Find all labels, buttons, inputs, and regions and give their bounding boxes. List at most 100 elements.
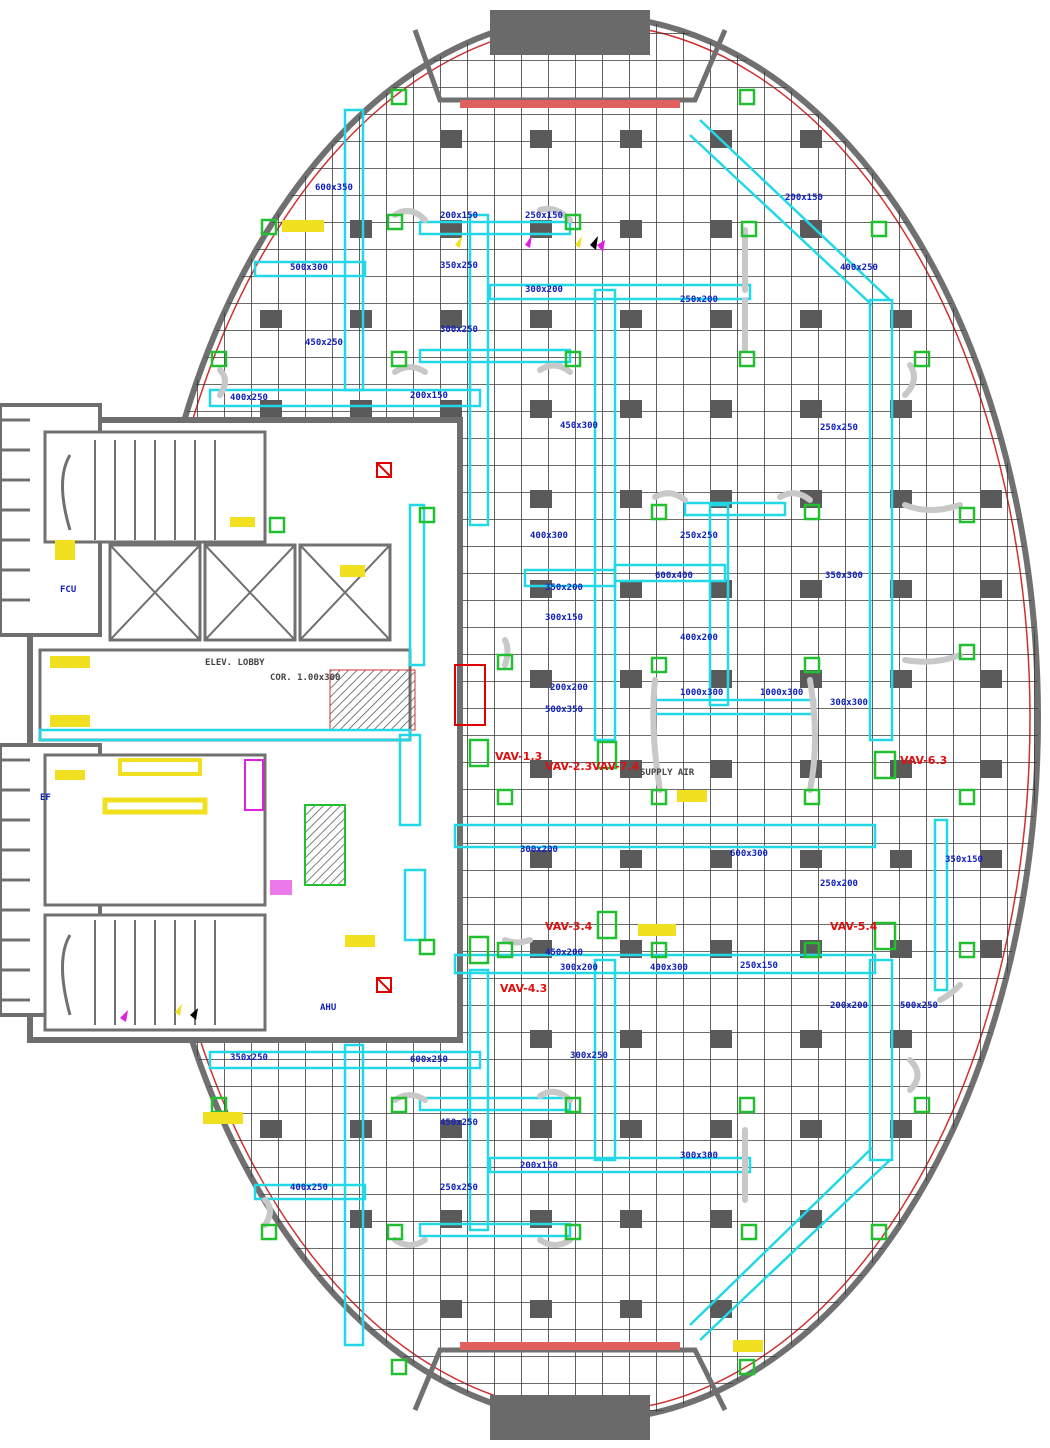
duct-size-label: 400x250 [840,263,878,273]
diffuser [958,506,976,524]
diffuser [803,941,821,959]
diffuser [496,788,514,806]
light-fixture [890,670,912,688]
equipment [50,220,763,1352]
vav-tag-vav-6: VAV-6.3 [900,754,947,767]
equipment-label-eq-1: FCU [60,585,76,595]
light-fixture [710,1120,732,1138]
light-fixtures [260,130,1002,1318]
diffuser [738,1358,756,1376]
light-fixture [620,1210,642,1228]
diffuser [386,1223,404,1241]
duct-size-label: 250x200 [680,295,718,305]
duct-size-label: 600x400 [655,571,693,581]
diffuser [740,1223,758,1241]
duct-size-label: 600x250 [410,1055,448,1065]
light-fixture [530,130,552,148]
duct-size-label: 600x350 [315,183,353,193]
duct-size-label: 300x150 [545,613,583,623]
light-fixture [800,850,822,868]
vav-tag-vav-5: VAV-5.4 [830,920,878,933]
diffuser [740,220,758,238]
duct-size-label: 1000x300 [760,688,803,698]
duct-size-label: 450x250 [305,338,343,348]
light-fixture [620,580,642,598]
light-fixture [440,1210,462,1228]
light-fixture [440,1300,462,1318]
duct-size-label: 200x150 [440,211,478,221]
light-fixture [710,310,732,328]
light-fixture [980,490,1002,508]
duct-size-label: 400x300 [530,531,568,541]
light-fixture [800,1030,822,1048]
light-fixture [440,400,462,418]
diffuser [958,788,976,806]
diffuser [958,643,976,661]
duct-size-label: 350x250 [230,1053,268,1063]
duct-size-label: 300x300 [680,1151,718,1161]
diffuser [803,503,821,521]
light-fixture [440,130,462,148]
light-fixture [620,1030,642,1048]
duct-size-label: 450x250 [440,1118,478,1128]
diffuser [496,941,514,959]
duct-size-label: 200x150 [785,193,823,203]
light-fixture [620,220,642,238]
vav-tag-vav-2: VAV-2.3 [545,760,592,773]
vav-tag-vav-3: VAV-3.4 [545,920,593,933]
diffuser [650,656,668,674]
stair-top [43,430,267,544]
light-fixture [980,670,1002,688]
light-fixture [440,1120,462,1138]
diffuser [390,1358,408,1376]
duct-size-label: 600x300 [730,849,768,859]
duct-size-label: 250x250 [820,423,858,433]
diffuser [870,1223,888,1241]
diffuser [390,88,408,106]
light-fixture [980,580,1002,598]
light-fixture [710,400,732,418]
light-fixture [620,1120,642,1138]
diffuser [564,213,582,231]
light-fixture [530,310,552,328]
top-bay [412,10,728,108]
duct-size-label: 500x300 [290,263,328,273]
duct-size-label: 200x150 [520,1161,558,1171]
diffuser [564,1096,582,1114]
duct-size-label: 300x250 [570,1051,608,1061]
markers [120,235,605,1022]
light-fixture [710,220,732,238]
bottom-bay [412,1342,728,1440]
annotation-labels: 600x350 500x300 450x250 400x250 350x250 300x2… [40,183,983,1193]
diffuser [738,1096,756,1114]
light-fixture [710,580,732,598]
light-fixture [530,760,552,778]
light-fixture [620,850,642,868]
light-fixture [710,850,732,868]
supply-ductwork [38,108,949,1347]
light-fixture [530,1120,552,1138]
duct-size-label: 250x150 [740,961,778,971]
light-fixture [710,940,732,958]
duct-size-label: 300x200 [560,963,598,973]
diffuser [738,88,756,106]
vav-tag-vav-1: VAV-1.3 [495,750,542,763]
duct-size-label: 250x250 [680,531,718,541]
light-fixture [800,310,822,328]
diffuser [913,1096,931,1114]
light-fixture [530,1300,552,1318]
light-fixture [530,940,552,958]
light-fixture [620,400,642,418]
light-fixture [890,1030,912,1048]
diffuser [268,516,286,534]
diffuser [386,213,404,231]
light-fixture [530,1030,552,1048]
vav-boxes [468,738,897,965]
duct-size-label: 400x250 [290,1183,328,1193]
light-fixture [620,940,642,958]
diffuser [210,350,228,368]
duct-size-label: 500x350 [545,705,583,715]
diffuser [870,220,888,238]
duct-size-label: 300x300 [830,698,868,708]
